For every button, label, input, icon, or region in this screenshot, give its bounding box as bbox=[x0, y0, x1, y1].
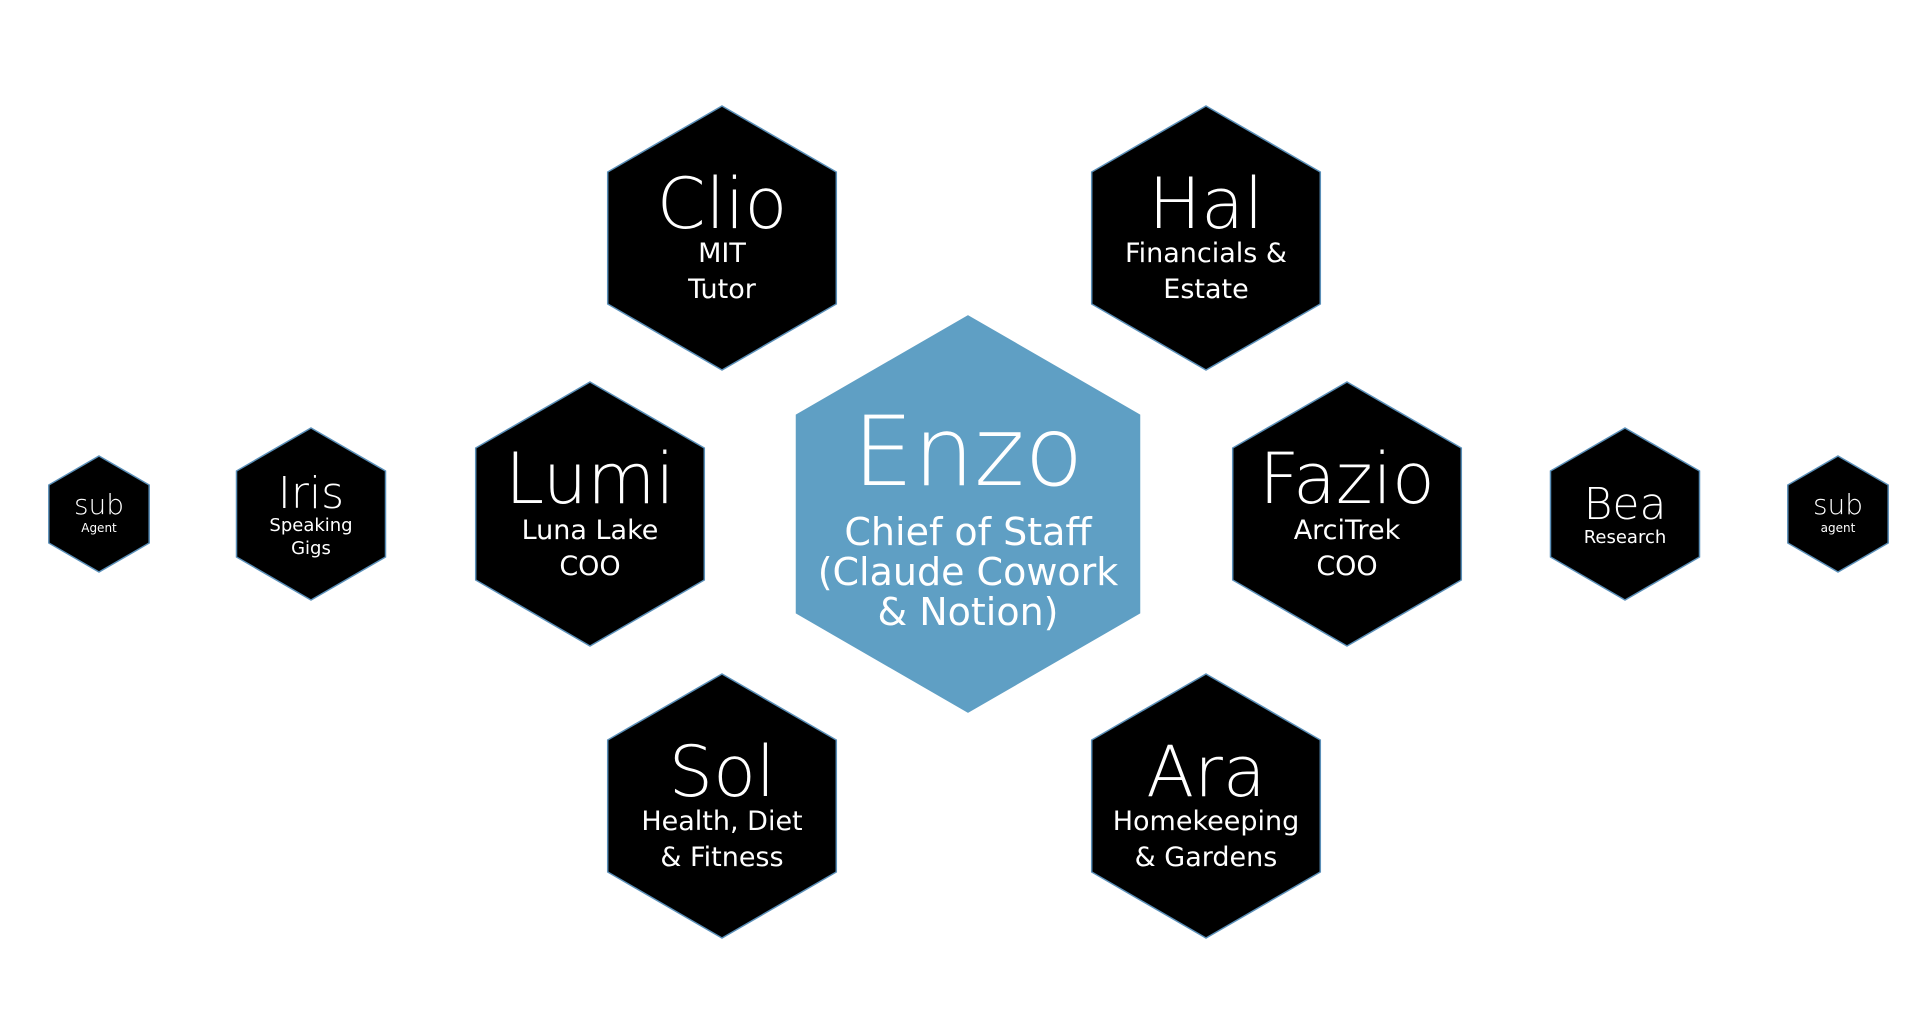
hex-shape-enzo bbox=[795, 315, 1141, 713]
node-desc-enzo-1: (Claude Cowork bbox=[818, 550, 1119, 594]
node-desc-clio-1: Tutor bbox=[687, 274, 757, 305]
node-desc-iris-1: Gigs bbox=[291, 538, 331, 559]
node-name-fazio: Fazio bbox=[1259, 438, 1435, 520]
node-desc-hal-1: Estate bbox=[1163, 274, 1248, 305]
hex-shape-fazio bbox=[1231, 381, 1463, 647]
hex-shape-lumi bbox=[474, 381, 706, 647]
hex-shape-hal bbox=[1090, 105, 1322, 371]
hex-shape-clio bbox=[606, 105, 838, 371]
node-name-clio: Clio bbox=[657, 163, 788, 245]
node-name-iris: Iris bbox=[278, 468, 344, 519]
node-desc-hal-0: Financials & bbox=[1125, 238, 1287, 269]
node-desc-iris-0: Speaking bbox=[269, 515, 352, 536]
node-name-lumi: Lumi bbox=[505, 438, 675, 520]
hex-shape-sol bbox=[606, 673, 838, 939]
node-desc-fazio-0: ArciTrek bbox=[1294, 515, 1401, 546]
node-name-sol: Sol bbox=[669, 731, 776, 813]
node-desc-enzo-2: & Notion) bbox=[877, 590, 1058, 634]
node-desc-ara-1: & Gardens bbox=[1135, 842, 1278, 873]
node-desc-sub-right-0: agent bbox=[1821, 521, 1856, 535]
node-desc-enzo-0: Chief of Staff bbox=[844, 510, 1092, 554]
hex-shape-bea bbox=[1549, 427, 1701, 601]
node-desc-sol-1: & Fitness bbox=[660, 842, 783, 873]
node-desc-sub-left-0: Agent bbox=[81, 521, 117, 535]
node-name-sub-left: sub bbox=[74, 488, 124, 521]
node-desc-sol-0: Health, Diet bbox=[641, 806, 802, 837]
node-desc-ara-0: Homekeeping bbox=[1113, 806, 1300, 837]
node-name-ara: Ara bbox=[1146, 731, 1266, 813]
node-desc-lumi-0: Luna Lake bbox=[522, 515, 659, 546]
node-name-hal: Hal bbox=[1149, 163, 1264, 245]
hex-shape-ara bbox=[1090, 673, 1322, 939]
hex-shape-sub-left bbox=[48, 455, 150, 573]
node-name-sub-right: sub bbox=[1813, 488, 1863, 521]
node-desc-bea-0: Research bbox=[1584, 527, 1667, 548]
hex-shape-sub-right bbox=[1787, 455, 1889, 573]
node-desc-fazio-1: COO bbox=[1316, 551, 1377, 582]
node-desc-lumi-1: COO bbox=[559, 551, 620, 582]
node-name-enzo: Enzo bbox=[853, 396, 1084, 508]
node-name-bea: Bea bbox=[1584, 479, 1667, 530]
node-desc-clio-0: MIT bbox=[698, 238, 746, 269]
hex-shape-iris bbox=[235, 427, 387, 601]
